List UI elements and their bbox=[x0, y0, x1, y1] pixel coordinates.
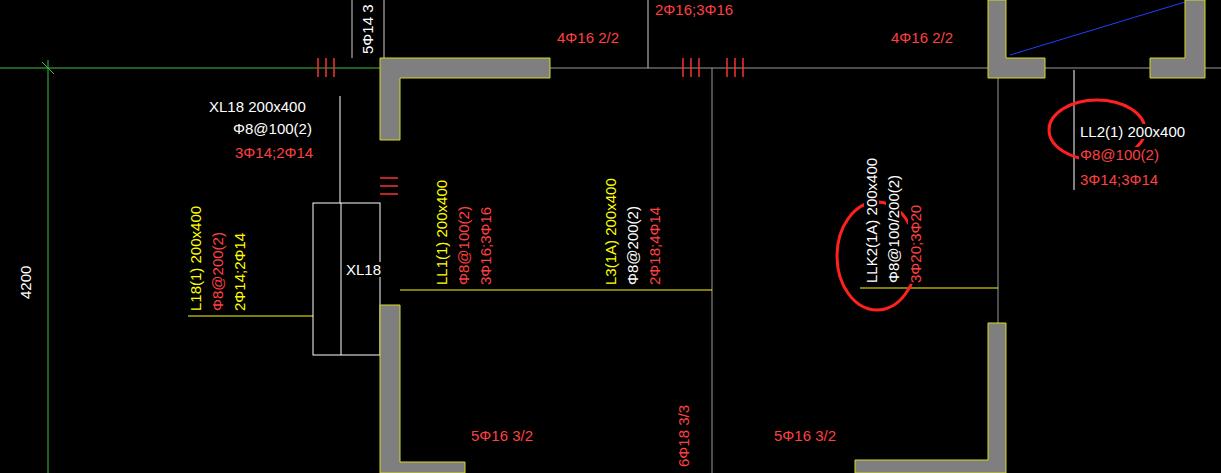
beam-label: LLK2(1A) 200x400 bbox=[864, 157, 879, 284]
rebar-tick bbox=[380, 193, 398, 195]
dimension-text: 4200 bbox=[18, 265, 33, 300]
rebar-tick bbox=[734, 58, 736, 77]
leader-line bbox=[340, 96, 341, 203]
axis-line bbox=[712, 68, 713, 473]
rebar-tick bbox=[742, 58, 744, 77]
stirrup-annotation: Φ8@100/200(2) bbox=[886, 174, 901, 284]
beam-line bbox=[860, 288, 998, 289]
rebar-annotation: 6Φ18 3/3 bbox=[676, 404, 691, 468]
beam-label: XL18 200x400 bbox=[208, 99, 307, 114]
stirrup-annotation: Φ8@200(2) bbox=[625, 205, 640, 286]
stirrup-annotation: Φ8@200(2) bbox=[210, 231, 225, 312]
rebar-annotation: 5Φ16 3/2 bbox=[773, 428, 837, 443]
stirrup-annotation: Φ8@100(2) bbox=[1079, 147, 1160, 162]
beam-label: L3(1A) 200x400 bbox=[603, 177, 618, 286]
wall bbox=[380, 58, 550, 140]
rebar-tick bbox=[690, 58, 692, 77]
rebar-annotation: 3Φ20;3Φ20 bbox=[908, 204, 923, 284]
axis-line bbox=[48, 60, 49, 473]
rebar-tick bbox=[698, 58, 700, 77]
wall bbox=[988, 0, 1045, 78]
axis-line bbox=[0, 68, 380, 69]
opening-label: XL18 bbox=[345, 262, 382, 277]
opening-box bbox=[313, 203, 380, 355]
rebar-annotation: 5Φ14 3 bbox=[360, 3, 375, 55]
wall bbox=[380, 305, 465, 473]
rebar-annotation: 2Φ16;3Φ16 bbox=[654, 2, 734, 17]
rebar-tick bbox=[317, 58, 319, 77]
beam-label: L18(1) 200x400 bbox=[188, 205, 203, 312]
axis-line bbox=[998, 68, 999, 330]
rebar-annotation: 5Φ16 3/2 bbox=[470, 428, 534, 443]
beam-label: LL2(1) 200x400 bbox=[1079, 124, 1186, 139]
rebar-annotation: 4Φ16 2/2 bbox=[890, 30, 954, 45]
beam-line bbox=[352, 0, 353, 58]
rebar-tick bbox=[682, 58, 684, 77]
rebar-tick bbox=[726, 58, 728, 77]
rebar-annotation: 2Φ14;2Φ14 bbox=[232, 232, 247, 312]
rebar-tick bbox=[333, 58, 335, 77]
beam-line bbox=[400, 290, 712, 291]
stirrup-annotation: Φ8@100(2) bbox=[232, 121, 313, 136]
axis-tick bbox=[42, 62, 54, 74]
rebar-annotation: 3Φ14;3Φ14 bbox=[1079, 172, 1159, 187]
leader-line bbox=[1074, 70, 1075, 190]
rebar-tick bbox=[380, 177, 398, 179]
rebar-annotation: 3Φ14;2Φ14 bbox=[234, 145, 314, 160]
opening-line bbox=[341, 203, 342, 355]
rebar-tick bbox=[380, 185, 398, 187]
beam-label: LL1(1) 200x400 bbox=[434, 179, 449, 286]
stirrup-annotation: Φ8@100(2) bbox=[456, 205, 471, 286]
wall bbox=[1150, 0, 1205, 78]
rebar-annotation: 4Φ16 2/2 bbox=[556, 30, 620, 45]
rebar-annotation: 3Φ16;3Φ16 bbox=[478, 206, 493, 286]
beam-line bbox=[188, 316, 313, 317]
rebar-tick bbox=[325, 58, 327, 77]
beam-line bbox=[648, 0, 649, 68]
wall bbox=[855, 323, 1006, 473]
beam-line bbox=[384, 0, 385, 58]
rebar-annotation: 2Φ18;4Φ14 bbox=[647, 206, 662, 286]
diagonal-line bbox=[1010, 2, 1185, 55]
